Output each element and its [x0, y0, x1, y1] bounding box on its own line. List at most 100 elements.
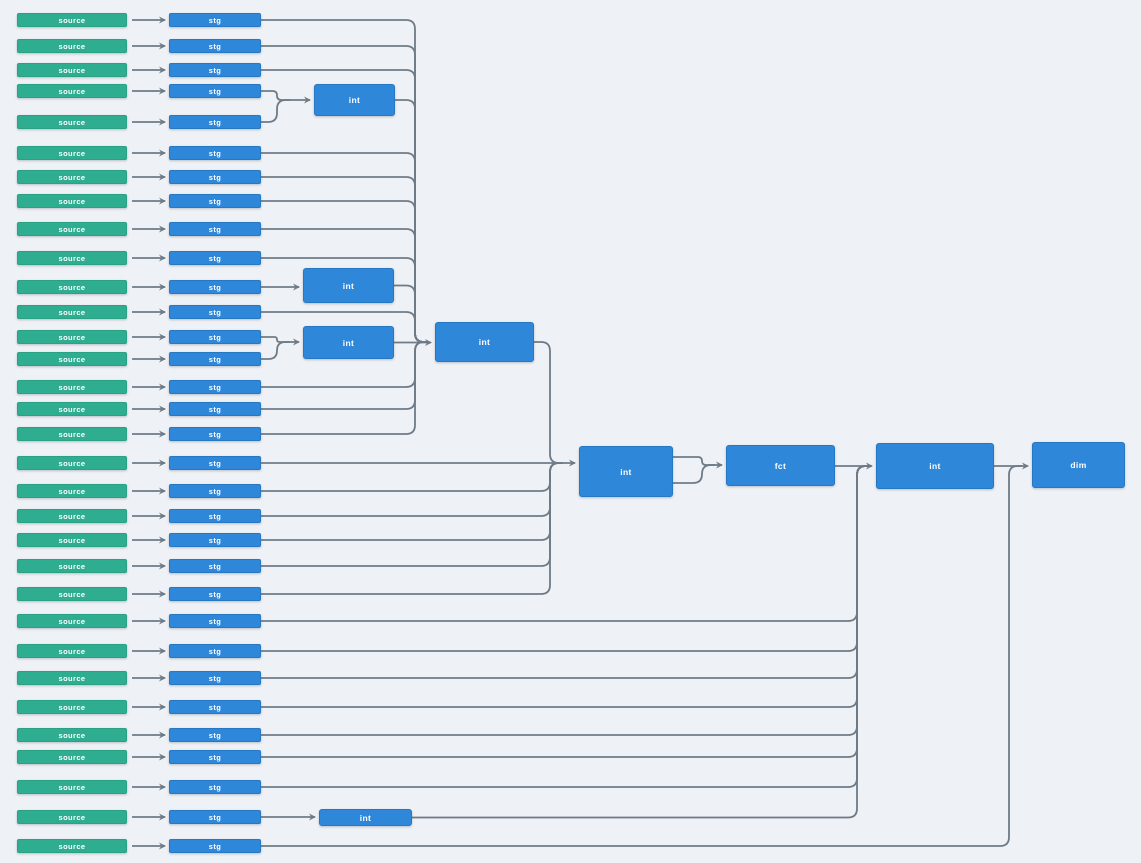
node-stg-11[interactable]: stg [169, 280, 261, 294]
node-stg-28[interactable]: stg [169, 728, 261, 742]
node-stg-4[interactable]: stg [169, 84, 261, 98]
node-stg-17[interactable]: stg [169, 427, 261, 441]
node-stg-12[interactable]: stg [169, 305, 261, 319]
node-source-16[interactable]: source [17, 402, 127, 416]
node-label: stg [208, 752, 222, 762]
node-stg-21[interactable]: stg [169, 533, 261, 547]
node-label: stg [208, 196, 222, 206]
node-dim[interactable]: dim [1032, 442, 1125, 488]
node-stg-25[interactable]: stg [169, 644, 261, 658]
node-label: int [620, 466, 632, 477]
node-source-25[interactable]: source [17, 644, 127, 658]
node-label: source [58, 404, 86, 414]
node-stg-7[interactable]: stg [169, 170, 261, 184]
node-stg-13[interactable]: stg [169, 330, 261, 344]
node-int7[interactable]: int [319, 809, 412, 826]
node-source-8[interactable]: source [17, 194, 127, 208]
node-label: source [58, 561, 86, 571]
node-source-23[interactable]: source [17, 587, 127, 601]
node-stg-29[interactable]: stg [169, 750, 261, 764]
node-source-29[interactable]: source [17, 750, 127, 764]
node-label: source [58, 673, 86, 683]
node-int5[interactable]: int [579, 446, 673, 497]
node-stg-23[interactable]: stg [169, 587, 261, 601]
node-int4[interactable]: int [435, 322, 534, 362]
edge [394, 284, 428, 343]
node-stg-6[interactable]: stg [169, 146, 261, 160]
node-label: int [478, 337, 491, 347]
node-source-21[interactable]: source [17, 533, 127, 547]
edge [261, 465, 870, 679]
node-source-4[interactable]: source [17, 84, 127, 98]
node-source-24[interactable]: source [17, 614, 127, 628]
node-source-5[interactable]: source [17, 115, 127, 129]
node-label: stg [208, 812, 222, 822]
node-stg-8[interactable]: stg [169, 194, 261, 208]
node-int1[interactable]: int [314, 84, 395, 116]
node-stg-22[interactable]: stg [169, 559, 261, 573]
node-source-30[interactable]: source [17, 780, 127, 794]
node-stg-2[interactable]: stg [169, 39, 261, 53]
node-stg-16[interactable]: stg [169, 402, 261, 416]
edge [261, 462, 563, 567]
node-stg-19[interactable]: stg [169, 484, 261, 498]
node-stg-24[interactable]: stg [169, 614, 261, 628]
node-source-14[interactable]: source [17, 352, 127, 366]
node-label: stg [208, 511, 222, 521]
node-stg-32[interactable]: stg [169, 839, 261, 853]
node-label: source [58, 458, 86, 468]
node-label: stg [208, 486, 222, 496]
node-stg-30[interactable]: stg [169, 780, 261, 794]
node-source-28[interactable]: source [17, 728, 127, 742]
node-source-2[interactable]: source [17, 39, 127, 53]
node-label: int [342, 337, 355, 348]
node-stg-20[interactable]: stg [169, 509, 261, 523]
node-stg-10[interactable]: stg [169, 251, 261, 265]
node-label: source [58, 535, 86, 545]
node-source-9[interactable]: source [17, 222, 127, 236]
node-source-3[interactable]: source [17, 63, 127, 77]
node-stg-27[interactable]: stg [169, 700, 261, 714]
node-source-6[interactable]: source [17, 146, 127, 160]
node-label: stg [208, 646, 222, 656]
node-stg-15[interactable]: stg [169, 380, 261, 394]
node-source-7[interactable]: source [17, 170, 127, 184]
edge [261, 465, 870, 622]
edge [261, 465, 870, 788]
node-source-18[interactable]: source [17, 456, 127, 470]
node-source-13[interactable]: source [17, 330, 127, 344]
node-source-11[interactable]: source [17, 280, 127, 294]
node-stg-18[interactable]: stg [169, 456, 261, 470]
node-int2[interactable]: int [303, 268, 394, 303]
node-source-15[interactable]: source [17, 380, 127, 394]
node-source-10[interactable]: source [17, 251, 127, 265]
node-source-27[interactable]: source [17, 700, 127, 714]
node-source-1[interactable]: source [17, 13, 127, 27]
node-stg-9[interactable]: stg [169, 222, 261, 236]
node-stg-1[interactable]: stg [169, 13, 261, 27]
node-stg-26[interactable]: stg [169, 671, 261, 685]
node-source-20[interactable]: source [17, 509, 127, 523]
node-source-19[interactable]: source [17, 484, 127, 498]
node-fct[interactable]: fct [726, 445, 835, 486]
node-label: source [58, 841, 86, 851]
node-label: source [58, 196, 86, 206]
node-source-26[interactable]: source [17, 671, 127, 685]
node-label: int [342, 280, 355, 291]
node-stg-5[interactable]: stg [169, 115, 261, 129]
node-source-12[interactable]: source [17, 305, 127, 319]
node-label: source [58, 86, 86, 96]
node-label: source [58, 117, 86, 127]
node-source-17[interactable]: source [17, 427, 127, 441]
node-stg-31[interactable]: stg [169, 810, 261, 824]
node-stg-14[interactable]: stg [169, 352, 261, 366]
node-source-22[interactable]: source [17, 559, 127, 573]
edge [261, 465, 870, 652]
node-int3[interactable]: int [303, 326, 394, 359]
node-int6[interactable]: int [876, 443, 994, 489]
node-label: source [58, 253, 86, 263]
node-source-32[interactable]: source [17, 839, 127, 853]
node-source-31[interactable]: source [17, 810, 127, 824]
node-stg-3[interactable]: stg [169, 63, 261, 77]
